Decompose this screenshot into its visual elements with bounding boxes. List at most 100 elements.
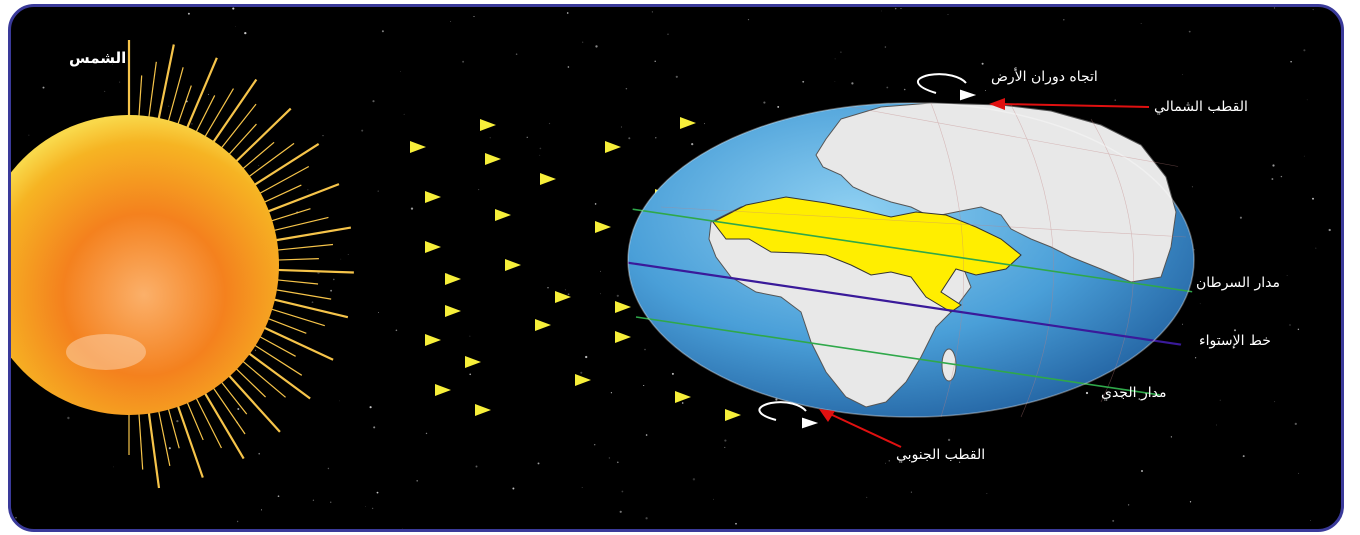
star — [1112, 519, 1115, 522]
star — [910, 491, 912, 493]
star — [619, 510, 622, 513]
star — [1182, 323, 1184, 325]
star — [704, 123, 705, 125]
star — [581, 487, 583, 489]
star — [628, 137, 631, 140]
sunlight-arrow-head — [425, 241, 441, 253]
star — [610, 392, 613, 394]
star — [1217, 108, 1220, 112]
star — [168, 105, 170, 107]
star — [600, 270, 601, 272]
star — [582, 41, 584, 43]
star — [616, 294, 619, 297]
sunlight-arrow-head — [485, 153, 501, 165]
sun-ray — [167, 407, 180, 449]
star — [478, 189, 480, 191]
sun-ray — [266, 317, 307, 334]
star — [834, 81, 836, 82]
star — [644, 348, 646, 351]
sunlight-arrow-head — [680, 117, 696, 129]
sun-ray — [203, 88, 234, 138]
star — [1309, 519, 1312, 522]
star — [416, 479, 419, 482]
star — [361, 129, 364, 132]
star — [232, 7, 235, 10]
star — [985, 90, 987, 92]
tropic-of-capricorn-label: مدار الجدي — [1101, 385, 1167, 401]
star — [567, 66, 570, 68]
star — [473, 15, 475, 18]
star — [207, 93, 210, 95]
equator-line — [628, 260, 1194, 349]
rotation-arrow-bottom-icon — [758, 401, 819, 429]
star — [311, 301, 314, 304]
sun-ray — [212, 386, 246, 435]
star — [425, 432, 428, 435]
star — [400, 71, 402, 72]
sun-ray — [220, 103, 257, 150]
sunlight-arrow-head — [435, 384, 451, 396]
star — [312, 499, 315, 501]
star — [958, 461, 961, 463]
tropic-of-cancer-line — [630, 208, 1194, 293]
star — [691, 143, 694, 146]
star — [1312, 197, 1314, 200]
star — [1315, 247, 1317, 249]
star — [1298, 472, 1300, 474]
star — [113, 466, 114, 468]
star — [654, 60, 656, 63]
star — [104, 90, 106, 92]
sun-ray — [247, 351, 311, 400]
star — [593, 443, 596, 446]
globe-grid — [660, 102, 1187, 418]
star — [1328, 228, 1331, 232]
star — [234, 26, 236, 27]
star — [1303, 155, 1305, 157]
star — [111, 63, 113, 65]
star — [692, 478, 696, 481]
north-pole-label: القطب الشمالي — [1154, 99, 1248, 115]
sun-ray — [272, 298, 349, 319]
star — [645, 434, 648, 436]
star — [1219, 399, 1221, 401]
sun-ray — [274, 289, 332, 300]
sun-ray — [220, 380, 248, 415]
highlighted-region — [712, 196, 1022, 313]
star — [1297, 328, 1300, 331]
south-pole-label: القطب الجنوبي — [896, 447, 986, 463]
diagram-canvas — [11, 7, 1331, 529]
sunlight-arrow-head — [605, 141, 621, 153]
equator-label: خط الإستواء — [1199, 333, 1271, 349]
sunlight-arrow-head — [445, 305, 461, 317]
sun-ray — [157, 44, 175, 121]
star — [866, 496, 868, 498]
star — [277, 495, 280, 498]
star — [620, 126, 622, 128]
star — [986, 493, 988, 494]
star — [1085, 391, 1089, 395]
star — [1170, 436, 1173, 438]
star — [763, 101, 766, 104]
star — [339, 400, 340, 402]
sun-ray — [258, 335, 296, 357]
sun-ray — [262, 184, 302, 204]
sun-ray — [241, 141, 275, 170]
star — [599, 293, 601, 295]
star — [566, 12, 569, 14]
star — [119, 81, 121, 83]
star — [236, 520, 239, 523]
star — [1120, 396, 1123, 398]
sun-ray — [167, 67, 184, 123]
star — [1063, 19, 1065, 21]
star — [1290, 60, 1292, 63]
star — [1289, 324, 1291, 326]
earth-globe — [627, 102, 1195, 418]
star — [1127, 504, 1130, 506]
star — [1280, 175, 1283, 178]
sun-ray — [227, 374, 281, 433]
star — [1239, 216, 1242, 219]
star — [330, 289, 333, 292]
star — [489, 137, 491, 139]
star — [894, 7, 897, 10]
star — [28, 134, 30, 136]
